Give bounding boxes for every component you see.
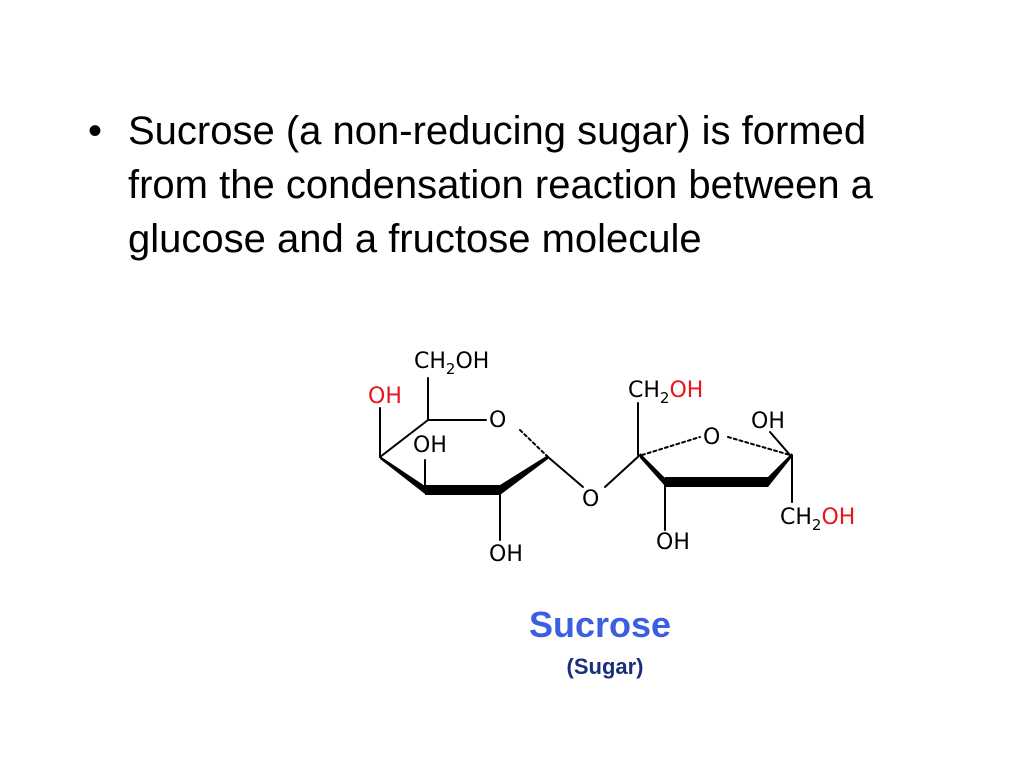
glucose-ring [379,377,584,541]
wedge-c2-c1 [500,455,548,495]
caption-title: Sucrose [528,604,672,645]
bond-c1-glycosidic-o [547,456,584,488]
fructose-front-bonds [640,453,792,487]
glucose-ch2oh-label: CH2OH [414,349,489,378]
fructose-bottom-ch2oh-label: CH2OH [780,505,855,534]
fructose-c5-oh-label: OH [751,409,785,434]
bond-c5-oh [769,431,791,456]
wedge-c4-c3 [380,456,425,494]
glycosidic-oxygen: O [582,487,599,512]
bond-c5-c4 [379,419,429,458]
wedge-c2-c3 [640,453,665,486]
glucose-ring-oxygen: O [489,408,506,433]
glucose-c4-oh-label: OH [368,384,402,409]
bullet-point: • Sucrose (a non-reducing sugar) is form… [88,104,948,266]
wedge-c4-c5 [768,453,792,487]
bond-glycosidic-o-c2 [604,454,641,488]
bullet-text: Sucrose (a non-reducing sugar) is formed… [128,109,873,261]
bond-o-c1 [519,429,549,458]
fructose-ring-oxygen: O [703,425,720,450]
glucose-front-bonds [380,455,548,495]
bold-c3-c4 [665,477,768,487]
glucose-c3-oh-label: OH [413,433,447,458]
bond-o-c5 [727,436,791,456]
caption-subtitle: (Sugar) [566,654,644,679]
glucose-c2-oh-label: OH [489,542,523,567]
bond-c2-o [641,436,701,456]
bold-c3-c2 [425,485,500,495]
fructose-top-ch2oh-label: CH2OH [628,378,703,407]
fructose-ring [604,402,793,531]
bullet-marker: • [88,109,103,153]
fructose-c3-oh-label: OH [656,530,690,555]
